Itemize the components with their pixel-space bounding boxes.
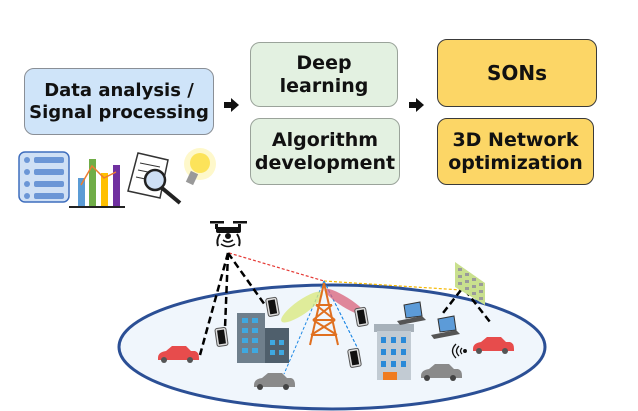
- tower-to-surface-link: [323, 280, 462, 291]
- sons-box: SONs: [437, 39, 597, 107]
- algorithm-development-box: Algorithm development: [250, 118, 400, 185]
- arrow-right-icon: [409, 98, 424, 112]
- building-icon: [237, 313, 289, 363]
- cell-tower-icon: [309, 282, 339, 346]
- smartphone-icon: [347, 347, 362, 368]
- deep-learning-label-2: learning: [279, 74, 369, 97]
- bar-chart-icon: [69, 159, 125, 208]
- laptop-icon: [397, 301, 426, 325]
- algorithm-label-1: Algorithm: [271, 128, 379, 151]
- sons-label: SONs: [486, 61, 548, 85]
- data-analysis-label-1: Data analysis /: [44, 79, 194, 101]
- lightbulb-icon: [184, 148, 216, 186]
- 3d-network-optimization-box: 3D Network optimization: [437, 118, 594, 185]
- drone-to-device-links: [198, 252, 267, 356]
- tower-beam-yellow: [281, 291, 323, 323]
- deep-learning-label-1: Deep: [296, 51, 352, 74]
- wifi-signal-icon: [451, 343, 467, 359]
- deep-learning-box: Deep learning: [250, 42, 398, 107]
- drone-to-tower-link: [228, 252, 325, 282]
- drone-icon: [210, 221, 247, 248]
- data-analysis-label-2: Signal processing: [29, 101, 209, 123]
- data-analysis-box: Data analysis / Signal processing: [24, 68, 214, 135]
- car-icon: [473, 337, 514, 354]
- document-search-icon: [127, 152, 182, 205]
- algorithm-label-2: development: [254, 151, 396, 174]
- car-icon: [254, 373, 295, 390]
- database-icon: [18, 151, 70, 203]
- smartphone-icon: [265, 296, 280, 317]
- laptop-icon: [431, 315, 460, 339]
- car-icon: [158, 346, 199, 363]
- building-icon: [374, 324, 414, 380]
- 3d-network-label-1: 3D Network: [452, 128, 579, 151]
- smartphone-icon: [214, 327, 229, 347]
- intelligent-surface-icon: [455, 262, 485, 305]
- car-icon: [421, 364, 462, 381]
- smartphone-icon: [354, 306, 369, 327]
- 3d-network-label-2: optimization: [448, 151, 583, 174]
- arrow-right-icon: [224, 98, 239, 112]
